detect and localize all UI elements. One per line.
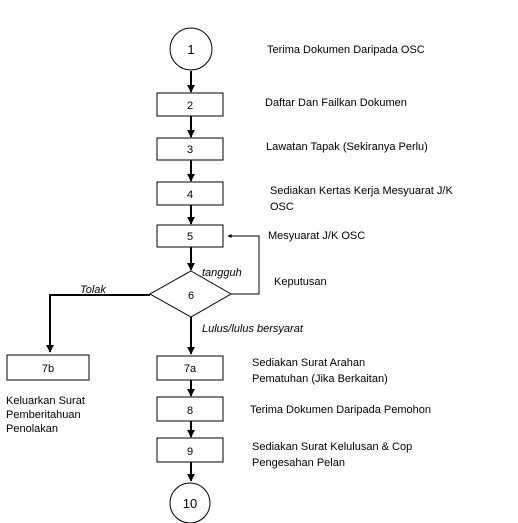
arrow-6-reject-to-7b xyxy=(46,294,150,353)
step-4-number: 4 xyxy=(187,189,193,201)
step-5-box: 5 xyxy=(156,224,224,248)
step-2-label: Daftar Dan Failkan Dokumen xyxy=(265,97,407,109)
step-7b-label-line1: Keluarkan Surat xyxy=(6,395,85,407)
step-4-label-line2: OSC xyxy=(270,201,294,213)
step-9-box: 9 xyxy=(156,437,224,463)
step-7a-label-line1: Sediakan Surat Arahan xyxy=(252,357,365,369)
step-8-label: Terima Dokumen Daripada Pemohon xyxy=(250,404,431,416)
step-9-label-line2: Pengesahan Pelan xyxy=(252,457,345,469)
step-5-number: 5 xyxy=(187,231,193,243)
step-9-number: 9 xyxy=(187,446,193,458)
step-3-number: 3 xyxy=(187,144,193,156)
step-7a-label-line2: Pematuhan (Jika Berkaitan) xyxy=(252,373,388,385)
step-3-box: 3 xyxy=(156,137,224,161)
step-9-label-line1: Sediakan Surat Kelulusan & Cop xyxy=(252,441,412,453)
step-7a-box: 7a xyxy=(156,355,224,381)
step-7a-number: 7a xyxy=(184,363,197,375)
arrow-6-defer-to-5 xyxy=(227,234,260,295)
step-2-box: 2 xyxy=(156,92,224,117)
step-10-end-circle: 10 xyxy=(169,482,211,523)
step-1-number: 1 xyxy=(187,42,194,57)
step-10-number: 10 xyxy=(183,496,197,511)
step-8-number: 8 xyxy=(187,405,193,417)
step-4-label-line1: Sediakan Kertas Kerja Mesyuarat J/K xyxy=(270,185,453,197)
connectors xyxy=(46,71,260,482)
step-7b-label-line2: Pemberitahuan xyxy=(6,409,81,421)
branch-approve-label: Lulus/lulus bersyarat xyxy=(202,323,304,335)
step-2-number: 2 xyxy=(187,100,193,112)
step-4-box: 4 xyxy=(156,181,224,206)
step-5-label: Mesyuarat J/K OSC xyxy=(268,230,365,242)
step-6-label: Keputusan xyxy=(274,276,327,288)
step-3-label: Lawatan Tapak (Sekiranya Perlu) xyxy=(266,141,428,153)
step-1-label: Terima Dokumen Daripada OSC xyxy=(267,44,425,56)
step-7b-box: 7b xyxy=(6,354,90,381)
step-1-start-circle: 1 xyxy=(169,27,213,71)
branch-reject-label: Tolak xyxy=(80,284,106,296)
step-8-box: 8 xyxy=(156,396,224,422)
step-6-decision-diamond: 6 xyxy=(148,270,233,318)
step-7b-label-line3: Penolakan xyxy=(6,423,58,435)
step-7b-number: 7b xyxy=(42,363,54,375)
step-6-number: 6 xyxy=(188,290,194,302)
branch-defer-label: tangguh xyxy=(202,267,242,279)
